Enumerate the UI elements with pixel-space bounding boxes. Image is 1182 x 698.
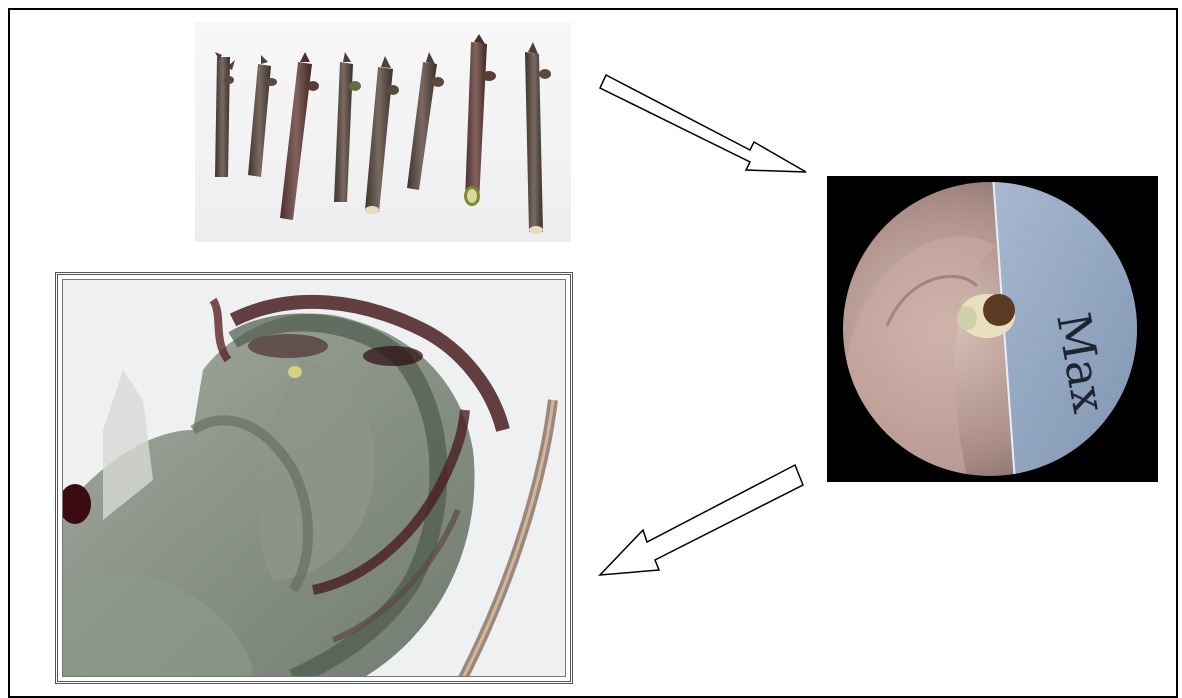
twig-cuttings-drawing [195, 22, 571, 242]
outline-arrow-icon [595, 460, 815, 585]
bud-longitudinal-section [55, 272, 573, 684]
microscope-view-photo: Max [827, 176, 1158, 482]
microscope-view-drawing: Max [827, 176, 1158, 482]
twig-5 [365, 56, 399, 214]
twig-1 [215, 52, 235, 177]
micrograph-drawing [63, 280, 566, 677]
twig-3 [280, 52, 319, 220]
twig-cuttings-photo [195, 22, 571, 242]
twig-6 [407, 52, 444, 190]
twig-8 [525, 42, 551, 234]
twig-4 [334, 52, 361, 202]
outline-arrow-icon [598, 70, 818, 180]
twig-2 [248, 55, 277, 177]
twig-7 [464, 34, 496, 206]
micrograph-photo [62, 279, 566, 677]
